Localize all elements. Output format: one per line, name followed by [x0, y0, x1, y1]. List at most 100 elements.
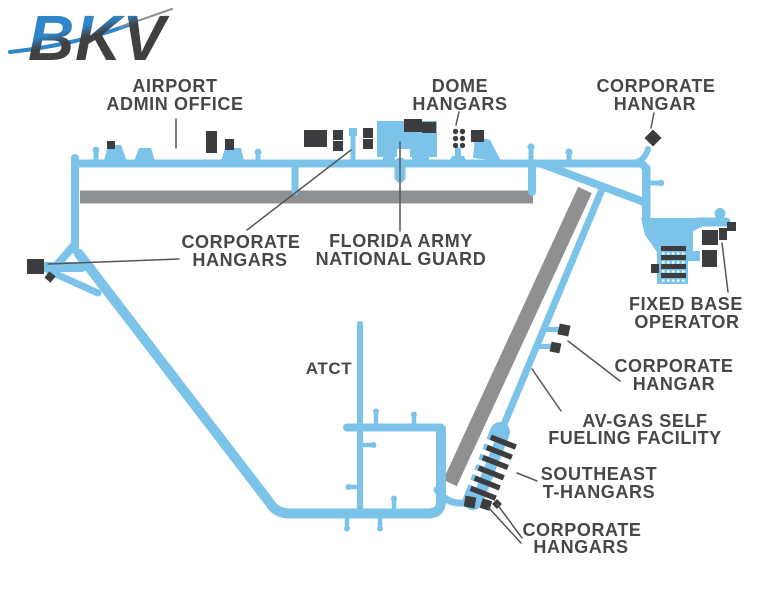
- runway-crosswind: [443, 186, 592, 487]
- fbo-apron-tab: [687, 251, 700, 261]
- fbo-small-building: [651, 264, 659, 273]
- stub-dot: [391, 495, 397, 502]
- label-dome-hangars: DOME: [432, 76, 488, 96]
- south-corporate-hangar-1: [463, 495, 477, 509]
- stub-dot: [565, 148, 573, 156]
- apron-pad-2: [134, 148, 155, 161]
- label-fixed-base-operator: OPERATOR: [634, 312, 739, 332]
- label-airport-admin-office: ADMIN OFFICE: [106, 94, 243, 114]
- stub-dot: [411, 411, 417, 418]
- dome-stub-flare: [449, 156, 467, 163]
- leader-av-gas: [531, 368, 562, 412]
- apron-pad-3: [221, 148, 244, 161]
- north-building-3: [225, 139, 234, 150]
- strip-notch: [484, 438, 495, 447]
- leader-corporate-hangars-south-b: [496, 503, 523, 539]
- label-southeast-t-hangars: SOUTHEAST: [541, 464, 657, 484]
- taxiway-west-junction-link: [53, 240, 79, 269]
- fbo-building-1: [702, 230, 718, 245]
- dome-hangar-dots: [452, 128, 466, 149]
- label-corporate-hangar-ne: CORPORATE: [596, 76, 715, 96]
- fbo-building-3: [727, 222, 736, 231]
- corporate-hangar-cluster-2: [333, 141, 343, 151]
- fbo-building-2: [719, 228, 727, 240]
- national-guard-apron-notch: [397, 149, 410, 158]
- facility-labels: AIRPORT ADMIN OFFICE DOME HANGARS CORPOR…: [106, 76, 743, 557]
- west-small-building: [44, 271, 56, 283]
- dome-dot: [452, 142, 459, 149]
- leader-lines: [47, 111, 729, 544]
- dome-dot: [459, 128, 466, 135]
- strip-notch: [480, 448, 491, 457]
- dome-dot: [452, 128, 459, 135]
- label-corporate-hangar-east: HANGAR: [633, 374, 716, 394]
- taxiway-loop-to-thangar-connector: [433, 486, 482, 507]
- thangar-bar: [469, 485, 497, 501]
- fbo-building-4: [702, 250, 717, 267]
- bkv-logo: BKV: [8, 2, 173, 74]
- thangar-bar: [477, 465, 505, 481]
- stub-corporate-hangar-ne: [631, 146, 651, 167]
- label-fixed-base-operator: FIXED BASE: [629, 294, 743, 314]
- fbo-thangar-row: [661, 273, 686, 278]
- national-guard-building-2: [422, 122, 436, 133]
- leader-southeast-t-hangars: [516, 472, 538, 482]
- southeast-thangar-bars: [469, 434, 517, 501]
- strip-notch: [475, 459, 487, 467]
- north-building-2: [206, 131, 217, 153]
- thangar-bar: [481, 455, 509, 471]
- label-corporate-hangar-ne: HANGAR: [614, 94, 697, 114]
- stub-dot: [345, 484, 352, 490]
- logo-swoosh-gray: [119, 8, 173, 28]
- logo-wordmark: BKV: [28, 2, 170, 74]
- leader-corporate-hangars-west-a: [47, 258, 180, 265]
- corporate-hangar-cluster-4: [363, 139, 373, 149]
- label-corporate-hangars-west: CORPORATE: [181, 232, 300, 252]
- stub-dot: [657, 179, 665, 187]
- label-av-gas: AV-GAS SELF: [582, 411, 707, 431]
- leader-fixed-base-operator: [721, 242, 729, 293]
- taxiway-west-junction-hypotenuse: [45, 267, 102, 297]
- corporate-hangar-cluster-3: [363, 128, 373, 138]
- corporate-hangar-east-building-1: [557, 323, 571, 337]
- label-airport-admin-office: AIRPORT: [132, 76, 217, 96]
- north-building-5: [471, 130, 484, 142]
- fbo-thangar-row: [661, 246, 686, 251]
- stub-dot: [373, 408, 379, 415]
- dome-dot: [459, 135, 466, 142]
- label-southeast-t-hangars: T-HANGARS: [543, 482, 655, 502]
- strip-notch: [471, 469, 483, 478]
- west-corporate-hangar-building: [27, 259, 44, 274]
- national-guard-apron-leg-1: [383, 153, 395, 164]
- north-building-4: [304, 130, 327, 147]
- leader-dome-hangars: [455, 111, 460, 126]
- corporate-hangar-east-building-2: [549, 341, 562, 354]
- leader-corporate-hangar-east: [567, 340, 621, 382]
- corporate-hangar-ne-building: [644, 129, 662, 147]
- apron-pad-east: [473, 136, 501, 161]
- north-building-1: [107, 141, 115, 149]
- thangar-bar: [489, 434, 517, 450]
- national-guard-apron-leg-2: [412, 153, 429, 164]
- stub-dot: [92, 146, 100, 154]
- taxiway-northeast-diagonal: [538, 160, 648, 206]
- fbo-thangar-row: [661, 255, 686, 260]
- dome-dot: [452, 135, 459, 142]
- label-atct: ATCT: [306, 359, 352, 378]
- thangar-bar: [473, 475, 501, 491]
- label-corporate-hangars-south: HANGARS: [533, 537, 628, 557]
- corporate-hangar-cluster-1: [333, 130, 343, 140]
- thangar-strip-notches: [467, 438, 495, 488]
- fbo-thangar-row: [661, 264, 686, 269]
- label-av-gas: FUELING FACILITY: [548, 428, 722, 448]
- logo-swoosh-blue: [8, 23, 130, 54]
- taxiway-southwest-diagonal-and-south-line: [74, 249, 446, 519]
- buildings: [27, 119, 736, 511]
- stub-dot: [527, 143, 535, 151]
- strip-notch: [467, 479, 479, 488]
- stub-dot: [254, 148, 262, 156]
- taxiway-parallel-crosswind: [491, 183, 607, 450]
- label-corporate-hangars-west: HANGARS: [192, 250, 287, 270]
